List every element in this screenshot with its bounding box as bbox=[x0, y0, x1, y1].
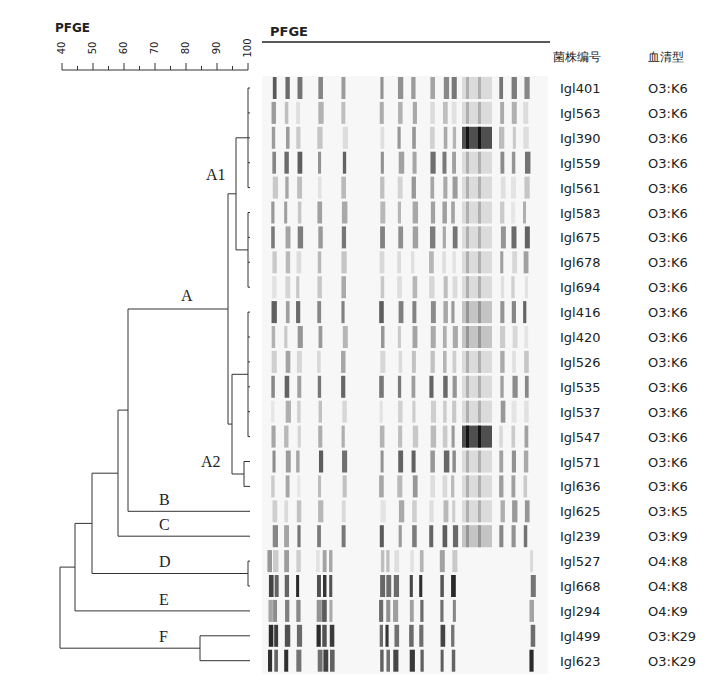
strain-id: Igl547 bbox=[560, 430, 601, 443]
scale-number: 40 bbox=[57, 42, 67, 55]
serotype: O3:K6 bbox=[648, 455, 688, 468]
strain-id: Igl668 bbox=[560, 580, 601, 593]
serotype: O4:K8 bbox=[648, 555, 688, 568]
cluster-label: A2 bbox=[200, 454, 222, 470]
strain-id: Igl535 bbox=[560, 380, 601, 393]
strain-id: Igl636 bbox=[560, 480, 601, 493]
scale-number: 50 bbox=[88, 42, 98, 55]
strain-id: Igl526 bbox=[560, 355, 601, 368]
strain-id: Igl561 bbox=[560, 181, 601, 194]
serotype: O4:K9 bbox=[648, 604, 688, 617]
serotype: O3:K6 bbox=[648, 131, 688, 144]
strain-id: Igl420 bbox=[560, 331, 601, 344]
serotype: O3:K6 bbox=[648, 231, 688, 244]
strain-id: Igl675 bbox=[560, 231, 601, 244]
serotype: O3:K6 bbox=[648, 82, 688, 95]
scale-number: 90 bbox=[212, 42, 222, 55]
serotype: O3:K6 bbox=[648, 156, 688, 169]
cluster-label: A1 bbox=[205, 167, 227, 183]
column-header: 血清型 bbox=[648, 51, 684, 63]
scale-number: 60 bbox=[119, 42, 129, 55]
serotype: O3:K29 bbox=[648, 654, 696, 667]
scale-number: 70 bbox=[150, 42, 160, 55]
cluster-label: F bbox=[158, 629, 169, 645]
serotype: O3:K6 bbox=[648, 331, 688, 344]
serotype: O3:K6 bbox=[648, 281, 688, 294]
strain-id: Igl416 bbox=[560, 306, 601, 319]
strain-id: Igl571 bbox=[560, 455, 601, 468]
strain-id: Igl239 bbox=[560, 530, 601, 543]
serotype: O3:K6 bbox=[648, 355, 688, 368]
serotype: O3:K6 bbox=[648, 405, 688, 418]
gel-image bbox=[262, 76, 548, 674]
strain-id: Igl694 bbox=[560, 281, 601, 294]
column-title: PFGE bbox=[270, 25, 308, 38]
strain-id: Igl527 bbox=[560, 555, 601, 568]
strain-id: Igl537 bbox=[560, 405, 601, 418]
strain-id: Igl678 bbox=[560, 256, 601, 269]
serotype: O3:K5 bbox=[648, 505, 688, 518]
cluster-label: D bbox=[158, 554, 172, 570]
scale-number: 80 bbox=[181, 42, 191, 55]
cluster-label: B bbox=[158, 492, 171, 508]
serotype: O3:K29 bbox=[648, 629, 696, 642]
header-rule bbox=[262, 41, 550, 43]
serotype: O3:K6 bbox=[648, 306, 688, 319]
serotype: O4:K8 bbox=[648, 580, 688, 593]
cluster-label: E bbox=[158, 592, 170, 608]
serotype: O3:K6 bbox=[648, 256, 688, 269]
serotype: O3:K9 bbox=[648, 530, 688, 543]
scale-number: 100 bbox=[243, 38, 253, 57]
strain-id: Igl499 bbox=[560, 629, 601, 642]
strain-id: Igl563 bbox=[560, 106, 601, 119]
column-header: 菌株编号 bbox=[553, 51, 601, 63]
cluster-label: C bbox=[158, 517, 171, 533]
strain-id: Igl583 bbox=[560, 206, 601, 219]
serotype: O3:K6 bbox=[648, 430, 688, 443]
strain-id: Igl401 bbox=[560, 82, 601, 95]
axis-title: PFGE bbox=[55, 22, 90, 34]
scale-axis bbox=[62, 63, 248, 70]
strain-id: Igl559 bbox=[560, 156, 601, 169]
strain-id: Igl390 bbox=[560, 131, 601, 144]
cluster-label: A bbox=[180, 288, 194, 304]
strain-id: Igl294 bbox=[560, 604, 601, 617]
serotype: O3:K6 bbox=[648, 181, 688, 194]
serotype: O3:K6 bbox=[648, 206, 688, 219]
tree-lines bbox=[60, 88, 250, 661]
serotype: O3:K6 bbox=[648, 380, 688, 393]
strain-id: Igl623 bbox=[560, 654, 601, 667]
serotype: O3:K6 bbox=[648, 106, 688, 119]
serotype: O3:K6 bbox=[648, 480, 688, 493]
strain-id: Igl625 bbox=[560, 505, 601, 518]
